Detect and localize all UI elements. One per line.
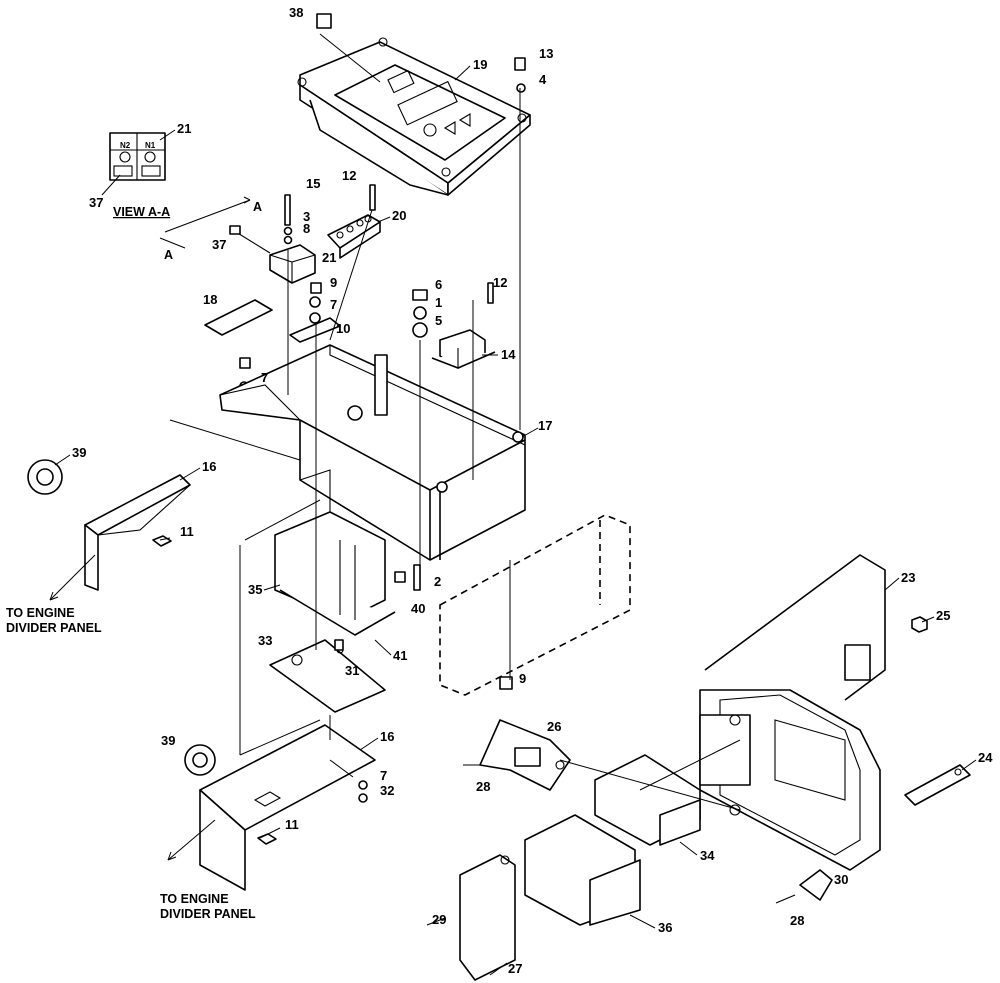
access-panel	[699, 554, 886, 871]
callout-17: 17	[538, 418, 552, 433]
callout-41: 41	[393, 648, 407, 663]
breaker-housing	[524, 814, 641, 926]
callout-10: 10	[336, 321, 350, 336]
callout-19: 19	[473, 57, 487, 72]
callout-5: 5	[435, 313, 442, 328]
control-panel-cover	[297, 37, 531, 196]
terminal-label-n1: N1	[145, 141, 156, 150]
callout-29: 29	[432, 912, 446, 927]
callout-24: 24	[978, 750, 993, 765]
callout-labels: 38 19 13 4 21 37 12 15 3 8 20 37 21 9 7 …	[72, 5, 993, 976]
upper-bracket	[27, 459, 191, 591]
callout-28-right: 28	[790, 913, 804, 928]
callout-16: 16	[380, 729, 394, 744]
callout-37: 37	[212, 237, 226, 252]
callout-30: 30	[834, 872, 848, 887]
dashed-panel	[439, 514, 631, 696]
assembly-lines	[49, 33, 741, 861]
notes: VIEW A-A A A TO ENGINE DIVIDER PANEL TO …	[6, 200, 262, 921]
engine-note-top-2: DIVIDER PANEL	[6, 621, 102, 635]
callout-39-top: 39	[72, 445, 86, 460]
callout-11-top: 11	[180, 524, 194, 539]
callout-27: 27	[508, 961, 522, 976]
callout-39: 39	[161, 733, 175, 748]
callout-9-top: 9	[330, 275, 337, 290]
terminal-strip	[327, 214, 381, 259]
section-mark-a1: A	[253, 200, 262, 214]
lower-bracket	[184, 724, 376, 891]
callout-40: 40	[411, 601, 425, 616]
callout-16-top: 16	[202, 459, 216, 474]
contactor	[274, 511, 421, 636]
callout-26: 26	[547, 719, 561, 734]
breaker	[479, 719, 571, 791]
section-mark-a2: A	[164, 248, 173, 262]
callout-37-view: 37	[89, 195, 103, 210]
callout-leaders	[54, 65, 977, 976]
callout-8: 8	[303, 221, 310, 236]
callout-9: 9	[519, 671, 526, 686]
label-plate	[204, 299, 273, 336]
callout-3: 3	[303, 209, 310, 224]
callout-21-view: 21	[177, 121, 191, 136]
hardware-fasteners	[239, 57, 526, 391]
callout-1: 1	[435, 295, 442, 310]
engine-note-bottom-2: DIVIDER PANEL	[160, 907, 256, 921]
callout-21: 21	[322, 250, 336, 265]
engine-note-top-1: TO ENGINE	[6, 606, 75, 620]
view-label: VIEW A-A	[113, 205, 170, 219]
clip	[799, 869, 833, 901]
callout-34: 34	[700, 848, 715, 863]
callout-4: 4	[539, 72, 547, 87]
knob	[316, 13, 332, 29]
callout-31: 31	[345, 663, 359, 678]
callout-11: 11	[285, 817, 299, 832]
relay	[431, 329, 496, 369]
callout-7: 7	[380, 768, 387, 783]
callout-32: 32	[380, 783, 394, 798]
callout-7-mid: 7	[261, 370, 268, 385]
callout-6: 6	[435, 277, 442, 292]
callout-23: 23	[901, 570, 915, 585]
latch-plate	[904, 764, 971, 806]
mounting-bracket	[269, 639, 386, 713]
view-aa-terminal-block: N2 N1	[109, 132, 166, 181]
nut	[911, 616, 928, 633]
callout-2: 2	[434, 574, 441, 589]
callout-33: 33	[258, 633, 272, 648]
small-bracket	[289, 317, 341, 343]
callout-28-left: 28	[476, 779, 490, 794]
breaker-bracket	[459, 854, 516, 981]
callout-18: 18	[203, 292, 217, 307]
screws	[426, 676, 796, 926]
callout-7-top: 7	[330, 297, 337, 312]
callout-20: 20	[392, 208, 406, 223]
engine-note-bottom-1: TO ENGINE	[160, 892, 229, 906]
callout-12: 12	[493, 275, 507, 290]
callout-12-top: 12	[342, 168, 356, 183]
callout-25: 25	[936, 608, 950, 623]
callout-36: 36	[658, 920, 672, 935]
callout-38: 38	[289, 5, 303, 20]
terminal-block	[229, 225, 316, 284]
control-box	[219, 344, 526, 561]
callout-15: 15	[306, 176, 320, 191]
terminal-cover	[594, 754, 701, 846]
callout-35: 35	[248, 582, 262, 597]
callout-13: 13	[539, 46, 553, 61]
terminal-label-n2: N2	[120, 141, 131, 150]
callout-14: 14	[501, 347, 516, 362]
